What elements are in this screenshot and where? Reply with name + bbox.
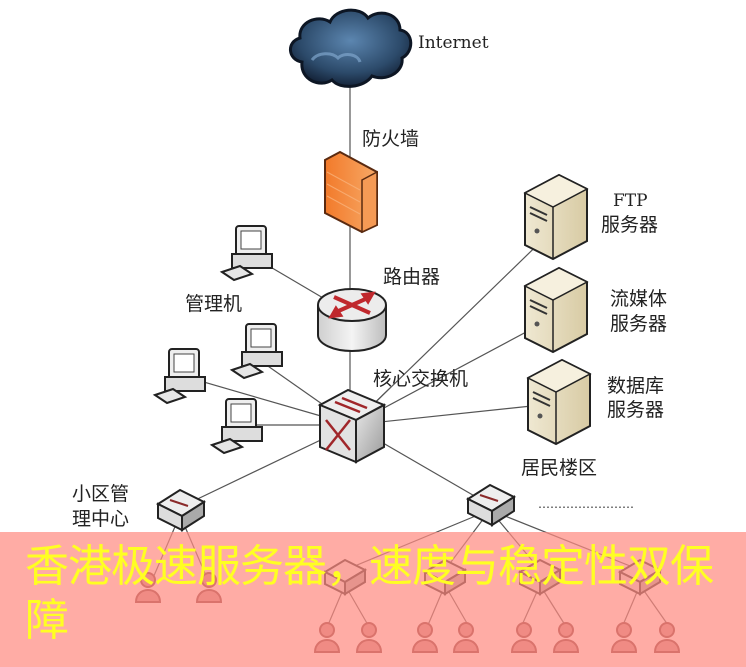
switch-icon xyxy=(465,483,517,527)
db-server-label-2: 服务器 xyxy=(607,399,665,421)
router-icon xyxy=(317,288,387,352)
computer-icon xyxy=(152,348,206,405)
community-center-label-1: 小区管 xyxy=(72,483,130,505)
core-switch-label: 核心交换机 xyxy=(373,368,469,390)
db-server-label-1: 数据库 xyxy=(607,375,665,397)
computer-icon xyxy=(229,323,283,380)
media-server-label-2: 服务器 xyxy=(610,313,668,335)
firewall-icon xyxy=(324,150,378,234)
computer-icon xyxy=(209,398,263,455)
server-icon xyxy=(523,266,589,354)
more-ellipsis: …………………… xyxy=(538,497,634,511)
core-switch-icon xyxy=(317,388,387,464)
firewall-label: 防火墙 xyxy=(362,128,420,150)
ftp-server-label-1: FTP xyxy=(613,191,648,211)
banner-overlay xyxy=(0,532,746,667)
computer-icon xyxy=(219,225,273,282)
internet-label: Internet xyxy=(418,33,489,53)
community-center-label-2: 理中心 xyxy=(72,508,130,530)
cloud-icon xyxy=(289,8,413,88)
server-icon xyxy=(523,173,589,261)
switch-icon xyxy=(155,488,207,532)
server-icon xyxy=(526,358,592,446)
ftp-server-label-2: 服务器 xyxy=(601,214,659,236)
link-core-media xyxy=(351,314,559,426)
media-server-label-1: 流媒体 xyxy=(610,288,668,310)
residential-label: 居民楼区 xyxy=(521,457,598,479)
banner-text: 香港极速服务器，速度与稳定性双保障 xyxy=(25,541,714,646)
link-core-db xyxy=(351,402,561,426)
router-label: 路由器 xyxy=(383,266,441,288)
admin-pc-label: 管理机 xyxy=(185,293,243,315)
